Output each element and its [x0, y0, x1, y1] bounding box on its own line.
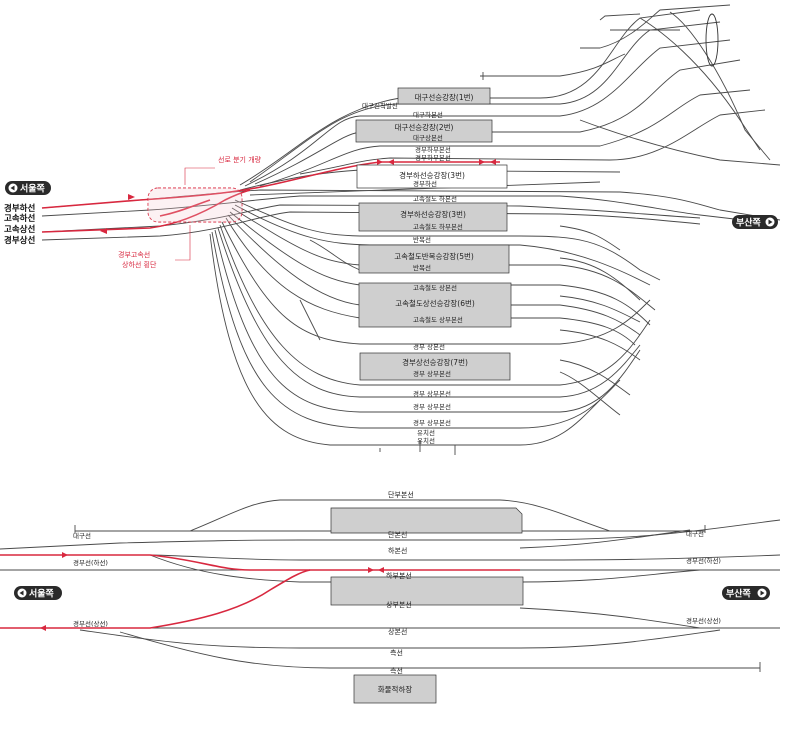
track-label: 측선 [390, 648, 403, 657]
bowtie-icon [377, 159, 383, 165]
loop-ellipse [705, 13, 719, 67]
annotation-crossing: 상하선 횡단 [122, 260, 157, 269]
track-label: 대구신착발선 [362, 101, 398, 110]
track-label: 고속철도 하부본선 [413, 222, 463, 231]
left-track-label: 고속하선 [4, 213, 35, 224]
track-label: 경부 상본선 [413, 342, 445, 351]
track-label: 경부선(상선) [73, 619, 108, 628]
direction-label: 서울쪽 [29, 588, 54, 600]
arrow-right-icon [62, 552, 68, 558]
bowtie-icon [388, 159, 394, 165]
direction-label: 부산쪽 [726, 588, 751, 600]
platform-7 [359, 352, 511, 381]
track-label: 경부선(하선) [686, 556, 721, 565]
bowtie-icon [378, 567, 384, 573]
track-label: 경부하선 [413, 179, 437, 188]
track-label: 고속철도 하본선 [413, 194, 457, 203]
direction-seoul-bottom: 서울쪽 [14, 586, 62, 600]
lower-fan-tracks [209, 199, 661, 455]
arrow-left-icon [100, 228, 107, 234]
track-label: 하본선 [388, 546, 407, 555]
direction-seoul-top: 서울쪽 [5, 181, 51, 195]
track-label: 측선 [390, 666, 403, 675]
direction-badge [14, 586, 62, 600]
platform-label: 고속철도상선승강장(6번) [395, 298, 475, 308]
track-label: 경부 상부본선 [413, 418, 451, 427]
track-label: 경부하부본선 [415, 145, 451, 154]
arrow-left-icon [40, 625, 46, 631]
platform-label: 경부하선승강장(3번) [399, 170, 465, 180]
platform-label: 고속철도반복승강장(5번) [394, 251, 474, 261]
platform-3 [356, 164, 508, 189]
annotations: 선로 분기 개량 경부고속선 상하선 횡단 [118, 155, 262, 269]
track-label: 대구상본선 [413, 133, 443, 142]
direction-badge [732, 215, 778, 229]
left-track-label: 경부상선 [4, 235, 35, 246]
platforms [355, 87, 512, 381]
track-label: 고속철도 상부본선 [413, 315, 463, 324]
track-label: 상부본선 [386, 600, 412, 609]
annotation-branch: 선로 분기 개량 [218, 155, 262, 164]
direction-label: 부산쪽 [736, 217, 761, 229]
track-label: 경부선(상선) [686, 616, 721, 625]
bottom-track-labels: 단부본선 대구선 대구선 단본선 하본선 경부선(하선) 경부선(하선) 하부본… [73, 490, 721, 694]
left-track-label: 경부하선 [4, 203, 35, 214]
platform-5 [358, 244, 510, 274]
direction-badge [722, 586, 770, 600]
direction-busan-bottom: 부산쪽 [722, 586, 770, 600]
track-label: 경부 상부본선 [413, 369, 451, 378]
track-label: 단본선 [388, 530, 407, 539]
track-label: 고속철도 상본선 [413, 283, 457, 292]
track-labels: 대구신착발선 대구하본선 대구상본선 경부하부본선 경부하부본선 경부하선 고속… [362, 101, 463, 445]
platform-a [330, 507, 523, 534]
track-label: 대구선 [686, 529, 704, 538]
direction-badge [5, 181, 51, 195]
track-label: 상본선 [388, 627, 407, 636]
bottom-track-diagram: 단부본선 대구선 대구선 단본선 하본선 경부선(하선) 경부선(하선) 하부본… [0, 490, 781, 704]
platform-2 [355, 119, 493, 143]
platform-4 [358, 202, 508, 232]
top-track-diagram: 대구선승강장(1번) 대구선승강장(2번) 경부하선승강장(3번) 경부하선승강… [4, 4, 781, 455]
crossing-area-box [147, 187, 243, 223]
track-label: 반복선 [413, 263, 431, 272]
track-label: 경부하부본선 [415, 153, 451, 162]
direction-label: 서울쪽 [20, 183, 45, 195]
freight-platform [353, 674, 437, 704]
annotation-crossing: 경부고속선 [118, 250, 150, 259]
track-label: 경부 상부본선 [413, 402, 451, 411]
freight-label: 화물적하장 [378, 684, 413, 694]
bowtie-icon [368, 567, 374, 573]
track-label: 유치선 [417, 436, 435, 445]
bottom-highlighted-route [0, 552, 520, 631]
platform-label: 경부하선승강장(3번) [400, 209, 466, 219]
track-label: 반복선 [413, 235, 431, 244]
highlighted-route [41, 159, 500, 261]
track-label: 단부본선 [388, 490, 414, 499]
platform-label: 경부상선승강장(7번) [402, 357, 468, 367]
platform-label: 대구선승강장(1번) [415, 92, 474, 102]
track-label: 유치선 [417, 428, 435, 437]
callout-line [184, 167, 215, 185]
track-label: 경부 상부본선 [413, 389, 451, 398]
track-label: 대구하본선 [413, 110, 443, 119]
upper-fan-tracks [239, 4, 781, 187]
arrow-right-icon [128, 194, 135, 200]
direction-busan-top: 부산쪽 [732, 215, 778, 229]
bowtie-icon [479, 159, 485, 165]
platform-6 [358, 282, 512, 328]
left-track-names: 경부하선 고속하선 고속상선 경부상선 [4, 203, 35, 246]
track-label: 하부본선 [386, 571, 412, 580]
callout-line [175, 225, 191, 261]
platform-labels: 대구선승강장(1번) 대구선승강장(2번) 경부하선승강장(3번) 경부하선승강… [394, 92, 475, 367]
bowtie-icon [490, 159, 496, 165]
platform-label: 대구선승강장(2번) [395, 122, 454, 132]
left-track-label: 고속상선 [4, 224, 35, 235]
bottom-platforms [330, 507, 524, 704]
platform-b [330, 576, 524, 606]
crossing-area-fill [148, 188, 242, 222]
platform-1 [397, 87, 491, 105]
track-label: 경부선(하선) [73, 558, 108, 567]
track-label: 대구선 [73, 531, 91, 540]
